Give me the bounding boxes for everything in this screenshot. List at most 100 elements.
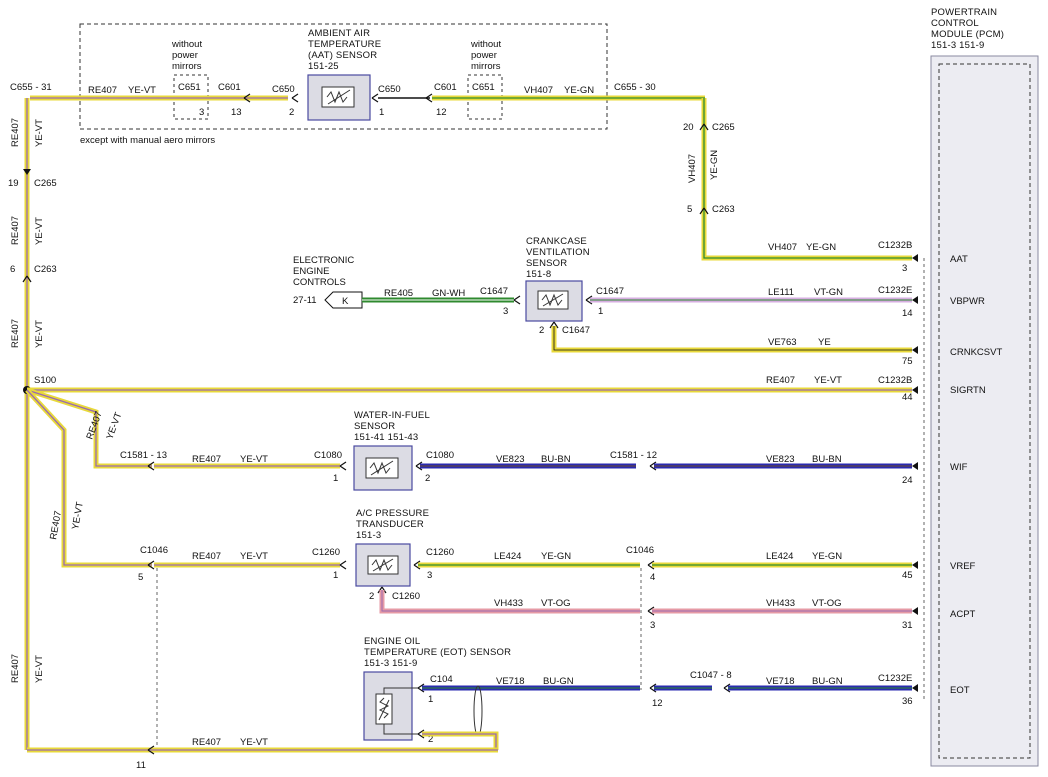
wif-left-conn: C1080 bbox=[314, 450, 342, 461]
eot-mid-wire-id: VE718 bbox=[496, 676, 525, 687]
aat-dashed-box bbox=[79, 23, 608, 130]
arrow-c601-left bbox=[243, 93, 251, 103]
arrow-c601-right bbox=[425, 93, 433, 103]
arrow-pcm-aat bbox=[912, 254, 918, 262]
eot-pin1: 1 bbox=[428, 694, 433, 705]
c651-left-pin: 3 bbox=[199, 107, 204, 118]
riser-c265-pin: 20 bbox=[683, 122, 694, 133]
c1046-left-pin: 5 bbox=[138, 572, 143, 583]
pin-name-vref: VREF bbox=[950, 561, 976, 572]
pin-conn-eot: C1232E bbox=[878, 673, 912, 684]
crnkcsvt-wire-color: YE bbox=[818, 337, 831, 348]
left-c265-pin: 19 bbox=[8, 178, 19, 189]
pin-conn-vbpwr: C1232E bbox=[878, 285, 912, 296]
aat-title-3: (AAT) SENSOR bbox=[308, 50, 377, 61]
pcm-pin-names: AAT VBPWR CRNKCSVT SIGRTN WIF VREF ACPT … bbox=[950, 254, 1002, 696]
aat-without-right-1: without bbox=[470, 39, 501, 50]
c1046-acpt-pin: 3 bbox=[650, 620, 655, 631]
eot-title-2: TEMPERATURE (EOT) SENSOR bbox=[364, 647, 511, 658]
left-lower-wire-id: RE407 bbox=[10, 654, 21, 683]
ac-title-3: 151-3 bbox=[356, 530, 381, 541]
pin-name-wif: WIF bbox=[950, 462, 968, 473]
pcm-title-1: POWERTRAIN bbox=[931, 7, 997, 18]
ccv-bottom-conn: C1647 bbox=[562, 325, 590, 336]
aat-without-left-2: power bbox=[172, 50, 198, 61]
wif-branch-wire-color: YE-VT bbox=[104, 411, 124, 441]
splice-s100-label: S100 bbox=[34, 375, 56, 386]
arrow-c1046-acpt bbox=[647, 606, 655, 616]
c1581-left-label: C1581 - 13 bbox=[120, 450, 167, 461]
ccv-title-1: CRANKCASE bbox=[526, 236, 587, 247]
twisted-pair-icon bbox=[473, 685, 483, 737]
riser-c263-label: C263 bbox=[712, 204, 735, 215]
arrow-ac-left bbox=[339, 560, 347, 570]
wif-right-pin: 2 bbox=[425, 473, 430, 484]
ccv-right-conn: C1647 bbox=[596, 286, 624, 297]
c651-right-label: C651 bbox=[472, 82, 495, 93]
vref-pcm-wire-color: YE-GN bbox=[812, 551, 842, 562]
aat-without-right-3: mirrors bbox=[471, 61, 501, 72]
pin-number-wif: 24 bbox=[902, 475, 913, 486]
riser-wire-color: YE-GN bbox=[709, 150, 720, 180]
pcm-title-2: CONTROL bbox=[931, 18, 979, 29]
arrow-c1047-a bbox=[649, 683, 657, 693]
ccv-bottom-pin: 2 bbox=[539, 325, 544, 336]
c1046-right-label: C1046 bbox=[626, 545, 654, 556]
pcm-outer-box bbox=[930, 55, 1039, 767]
pin-conn-aat: C1232B bbox=[878, 240, 912, 251]
aat-thermistor-zigzag bbox=[326, 89, 351, 105]
aat-left-wire-id: RE407 bbox=[88, 85, 117, 96]
eec-wire-id: RE405 bbox=[384, 288, 413, 299]
c601-left-label: C601 bbox=[218, 82, 241, 93]
aat-riser: 20 C265 VH407 YE-GN 5 C263 VH407 YE-GN bbox=[683, 98, 918, 262]
acpt-wire-stripe bbox=[381, 590, 640, 612]
aat-left-wire-color: YE-VT bbox=[128, 85, 156, 96]
wif-thermistor-zigzag bbox=[369, 460, 394, 476]
left-seg2-wire-id: RE407 bbox=[10, 216, 21, 245]
aat-title-1: AMBIENT AIR bbox=[308, 28, 370, 39]
aat-pcm-wire-id: VH407 bbox=[768, 242, 797, 253]
ac-right-conn: C1260 bbox=[426, 547, 454, 558]
vbpwr-wire-color: VT-GN bbox=[814, 287, 843, 298]
wif-mid-wire-color: BU-BN bbox=[541, 454, 571, 465]
left-seg3-wire-color: YE-VT bbox=[34, 320, 45, 348]
left-seg1-wire-id: RE407 bbox=[10, 118, 21, 147]
ac-bottom-conn: C1260 bbox=[392, 591, 420, 602]
ac-sensor-zigzag bbox=[371, 558, 394, 572]
acpt-pcm-wire-color: VT-OG bbox=[812, 598, 842, 609]
arrow-wif-left bbox=[339, 461, 347, 471]
pin-name-aat: AAT bbox=[950, 254, 968, 265]
vref-mid-wire-color: YE-GN bbox=[541, 551, 571, 562]
wif-section: RE407 YE-VT C1581 - 13 RE407 YE-VT C1080… bbox=[26, 387, 918, 491]
crnkcsvt-wire-stripe bbox=[553, 326, 912, 351]
left-c265-label: C265 bbox=[34, 178, 57, 189]
arrow-pcm-vbpwr bbox=[912, 296, 918, 304]
left-c263-arrow bbox=[22, 275, 32, 283]
eot-c1047-label: C1047 - 8 bbox=[690, 670, 732, 681]
ccv-right-pin: 1 bbox=[598, 306, 603, 317]
ac-branch-wire-id: RE407 bbox=[48, 510, 64, 541]
pin-conn-sigrtn: C1232B bbox=[878, 375, 912, 386]
arrow-eot-pin2 bbox=[417, 729, 425, 739]
arrow-c1046-left bbox=[147, 560, 155, 570]
ccv-left-pin: 3 bbox=[503, 306, 508, 317]
ac-section: RE407 YE-VT C1046 5 RE407 YE-VT C1260 1 … bbox=[25, 388, 918, 748]
left-c265-arrow bbox=[23, 169, 31, 175]
bottom-return-pin: 11 bbox=[136, 760, 146, 771]
arrow-c1046-right bbox=[647, 560, 655, 570]
c655-right-label: C655 - 30 bbox=[614, 82, 656, 93]
pin-number-crnkcsvt: 75 bbox=[902, 356, 913, 367]
arrow-pcm-sigrtn bbox=[912, 386, 918, 394]
riser-wire-id: VH407 bbox=[687, 154, 698, 183]
eec-title-1: ELECTRONIC bbox=[293, 255, 354, 266]
wif-title-2: SENSOR bbox=[354, 421, 395, 432]
eot-conn: C104 bbox=[430, 674, 453, 685]
pin-number-aat: 3 bbox=[902, 263, 907, 274]
c650-left-pin: 2 bbox=[289, 107, 294, 118]
ac-left-conn: C1260 bbox=[312, 547, 340, 558]
left-seg1-wire-color: YE-VT bbox=[34, 119, 45, 147]
arrow-c1047-b bbox=[723, 683, 731, 693]
pcm-pin-connectors: C1232B C1232E C1232B C1232E bbox=[878, 240, 912, 684]
pin-number-vbpwr: 14 bbox=[902, 308, 913, 319]
arrow-ccv-right bbox=[585, 295, 593, 305]
